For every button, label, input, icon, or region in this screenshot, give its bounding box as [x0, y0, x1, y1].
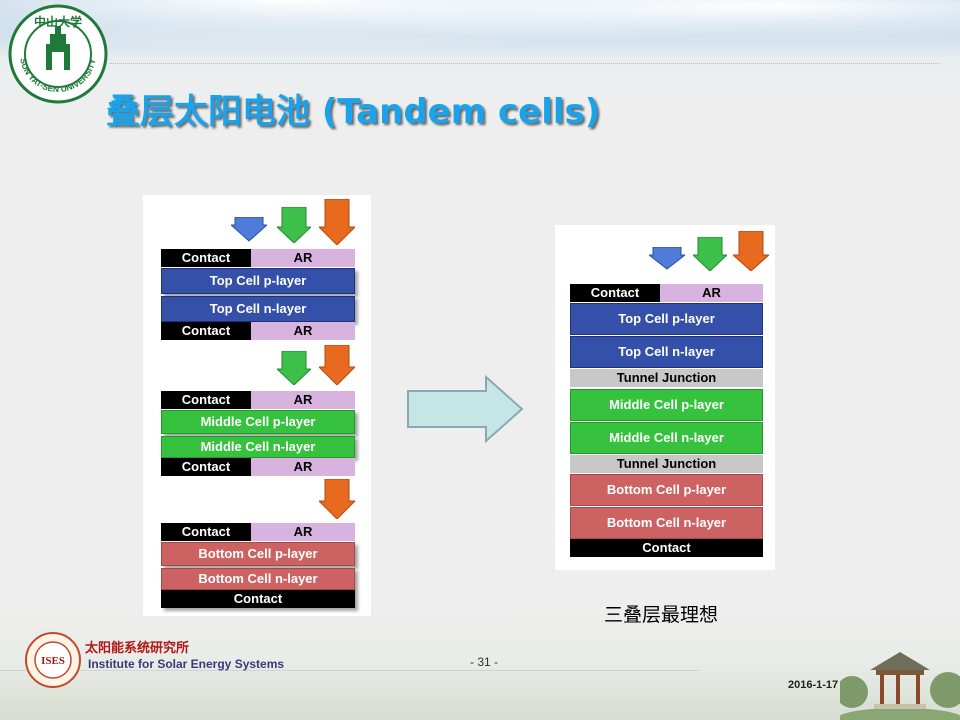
light-arrow-green-icon — [277, 207, 311, 243]
separate-cells-panel: Contact AR Top Cell p-layer Top Cell n-l… — [143, 195, 371, 616]
triple-junction-caption: 三叠层最理想 — [604, 604, 719, 626]
header-divider — [110, 63, 940, 64]
header-background — [0, 0, 960, 60]
footer-divider — [0, 670, 700, 671]
middle-cell-bottom-contact: Contact — [161, 458, 251, 476]
bottom-cell-contact: Contact — [161, 523, 251, 541]
light-arrow-orange-icon — [733, 231, 769, 271]
page-number: - 31 - — [470, 655, 499, 669]
light-arrow-green-icon — [693, 237, 727, 271]
stack-middle-n-layer: Middle Cell n-layer — [570, 422, 763, 454]
stack-bottom-contact: Contact — [570, 539, 763, 557]
institute-name-en: Institute for Solar Energy Systems — [88, 657, 285, 671]
stack-top-ar: AR — [660, 284, 763, 302]
top-cell-bottom-contact: Contact — [161, 322, 251, 340]
transition-arrow-icon — [407, 375, 524, 443]
light-arrow-orange-icon — [319, 345, 355, 385]
stack-tunnel-junction-1: Tunnel Junction — [570, 369, 763, 387]
page-title: 叠层太阳电池 (Tandem cells) — [106, 92, 601, 132]
bottom-cell-p-layer: Bottom Cell p-layer — [161, 542, 355, 566]
middle-cell-contact: Contact — [161, 391, 251, 409]
top-cell-contact: Contact — [161, 249, 251, 267]
light-arrow-blue-icon — [231, 217, 267, 242]
ises-logo-text: ISES — [41, 655, 65, 667]
middle-cell-ar: AR — [251, 391, 355, 409]
light-arrow-orange-icon — [319, 199, 355, 245]
light-arrow-blue-icon — [649, 247, 685, 270]
top-cell-ar: AR — [251, 249, 355, 267]
pavilion-illustration-icon — [840, 652, 960, 720]
university-name-cn: 中山大学 — [34, 14, 82, 29]
stack-top-p-layer: Top Cell p-layer — [570, 303, 763, 335]
light-arrow-green-icon — [277, 351, 311, 385]
university-seal-icon: SUN YAT-SEN UNIVERSITY 中山大学 — [8, 4, 108, 104]
bottom-cell-n-layer: Bottom Cell n-layer — [161, 568, 355, 590]
top-cell-p-layer: Top Cell p-layer — [161, 268, 355, 294]
top-cell-n-layer: Top Cell n-layer — [161, 296, 355, 322]
middle-cell-bottom-ar: AR — [251, 458, 355, 476]
stack-middle-p-layer: Middle Cell p-layer — [570, 389, 763, 421]
bottom-cell-bottom-contact: Contact — [161, 590, 355, 608]
stack-bottom-n-layer: Bottom Cell n-layer — [570, 507, 763, 539]
institute-name-cn: 太阳能系统研究所 — [85, 641, 190, 656]
stack-tunnel-junction-2: Tunnel Junction — [570, 455, 763, 473]
middle-cell-n-layer: Middle Cell n-layer — [161, 436, 355, 458]
middle-cell-p-layer: Middle Cell p-layer — [161, 410, 355, 434]
bottom-cell-ar: AR — [251, 523, 355, 541]
stack-top-n-layer: Top Cell n-layer — [570, 336, 763, 368]
stack-top-contact: Contact — [570, 284, 660, 302]
ises-logo-icon: ISES — [25, 632, 81, 688]
top-cell-bottom-ar: AR — [251, 322, 355, 340]
stack-bottom-p-layer: Bottom Cell p-layer — [570, 474, 763, 506]
triple-junction-panel: Contact AR Top Cell p-layer Top Cell n-l… — [555, 225, 775, 570]
light-arrow-orange-icon — [319, 479, 355, 519]
slide-date: 2016-1-17 — [788, 679, 839, 691]
